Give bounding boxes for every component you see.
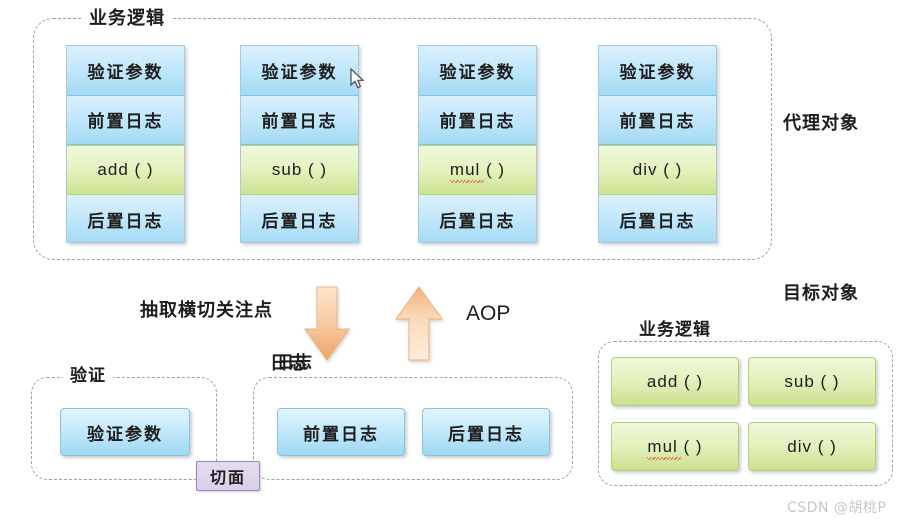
proxy-advice-cell: 验证参数 (241, 46, 358, 96)
proxy-advice-cell: 前置日志 (67, 95, 184, 145)
proxy-method-cell: sub ( ) (241, 145, 358, 195)
proxy-method-cell: mul ( ) (419, 145, 536, 195)
log-advice-chip[interactable]: 后置日志 (422, 408, 550, 456)
aop-up-arrow (394, 286, 444, 362)
log-arrow-label: 日志 (270, 353, 308, 374)
proxy-object-group (33, 18, 772, 260)
proxy-advice-cell: 后置日志 (67, 194, 184, 242)
proxy-object-title: 代理对象 (783, 113, 859, 134)
proxy-advice-cell: 前置日志 (241, 95, 358, 145)
proxy-advice-cell: 前置日志 (419, 95, 536, 145)
proxy-advice-cell: 后置日志 (241, 194, 358, 242)
proxy-group-label: 业务逻辑 (82, 10, 172, 28)
proxy-advice-cell: 后置日志 (419, 194, 536, 242)
proxy-method-cell: add ( ) (67, 145, 184, 195)
proxy-advice-cell: 验证参数 (67, 46, 184, 96)
aspect-log-group (253, 377, 573, 480)
target-object-group (598, 341, 893, 486)
target-method-chip[interactable]: div ( ) (748, 422, 876, 471)
proxy-advice-cell: 后置日志 (599, 194, 716, 242)
target-group-label: 业务逻辑 (639, 320, 711, 340)
proxy-advice-cell: 验证参数 (599, 46, 716, 96)
proxy-advice-cell: 前置日志 (599, 95, 716, 145)
proxy-method-stack: 验证参数前置日志 mul ( ) 后置日志 (418, 45, 537, 243)
validation-group-label: 验证 (63, 368, 113, 385)
aop-label: AOP (466, 302, 511, 325)
aspect-validation-group (31, 377, 217, 480)
aspect-chip[interactable]: 切面 (196, 461, 260, 491)
method-name-misspelled: mul ( ) (449, 159, 506, 183)
target-method-chip[interactable]: mul ( ) (611, 422, 739, 471)
log-advice-chip[interactable]: 前置日志 (277, 408, 405, 456)
validation-advice-chip[interactable]: 验证参数 (60, 408, 190, 456)
extract-down-arrow (304, 286, 350, 362)
proxy-method-cell: div ( ) (599, 145, 716, 195)
log-group-label: 日志 (277, 353, 313, 373)
csdn-watermark: CSDN @胡桃P (787, 500, 887, 516)
mouse-cursor (350, 67, 366, 90)
proxy-advice-cell: 验证参数 (419, 46, 536, 96)
target-method-chip[interactable]: add ( ) (611, 357, 739, 406)
target-object-title: 目标对象 (783, 283, 859, 304)
method-name-misspelled: mul ( ) (647, 436, 703, 460)
target-method-chip[interactable]: sub ( ) (748, 357, 876, 406)
extract-concerns-label: 抽取横切关注点 (140, 300, 273, 321)
